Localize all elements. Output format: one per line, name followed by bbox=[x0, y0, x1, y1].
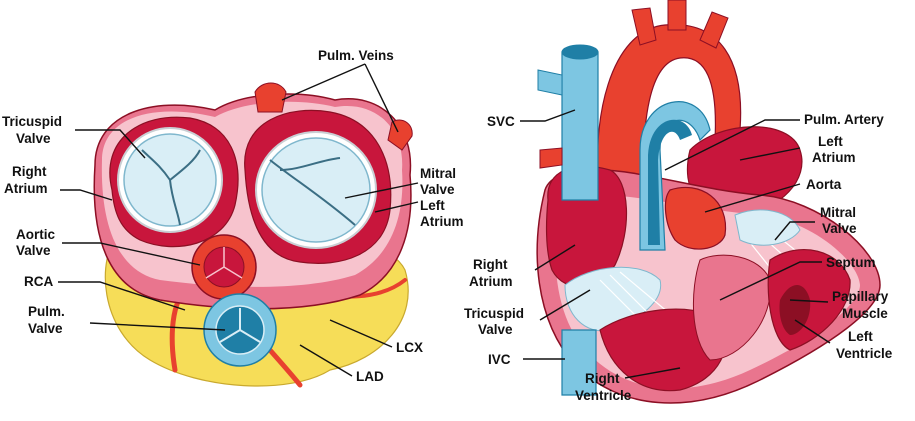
label-pulm-veins: Pulm. Veins bbox=[318, 48, 394, 63]
label-left-ventricle-1: Left bbox=[848, 329, 873, 344]
label-rca: RCA bbox=[24, 274, 53, 289]
label-tricuspid-valve-1: Tricuspid bbox=[2, 114, 62, 129]
label-left-ventricle-2: Ventricle bbox=[836, 346, 893, 361]
svc-side-branch bbox=[538, 70, 562, 95]
mitral-valve bbox=[262, 138, 370, 242]
label-left-atrium-1: Left bbox=[420, 198, 445, 213]
label-svc: SVC bbox=[487, 114, 515, 129]
label-septum: Septum bbox=[826, 255, 876, 270]
label-pulm-valve-1: Pulm. bbox=[28, 304, 65, 319]
svc-vessel bbox=[562, 52, 598, 200]
label-aortic-valve-2: Valve bbox=[16, 243, 51, 258]
pulm-vein-left-stub bbox=[255, 83, 286, 112]
label-left-atrium-2: Atrium bbox=[420, 214, 464, 229]
valve-plane-diagram bbox=[94, 83, 412, 386]
label-papillary-1: Papillary bbox=[832, 289, 889, 304]
label-tricuspid-valve-2: Valve bbox=[16, 131, 51, 146]
label-mitral-valve-1: Mitral bbox=[420, 166, 456, 181]
label-aorta: Aorta bbox=[806, 177, 842, 192]
label-right-ventricle-1: Right bbox=[585, 371, 620, 386]
label-aortic-valve-1: Aortic bbox=[16, 227, 55, 242]
label-right-atrium-2: Atrium bbox=[4, 181, 48, 196]
label-right-ventricle-2: Ventricle bbox=[575, 388, 632, 403]
label-lad: LAD bbox=[356, 369, 384, 384]
aorta-branch-2 bbox=[668, 0, 686, 30]
label-left-atrium-2: Atrium bbox=[812, 150, 856, 165]
svc-opening bbox=[562, 45, 598, 59]
label-pulm-artery: Pulm. Artery bbox=[804, 112, 884, 127]
label-lcx: LCX bbox=[396, 340, 423, 355]
label-right-atrium-2: Atrium bbox=[469, 274, 513, 289]
label-ivc: IVC bbox=[488, 352, 511, 367]
label-right-atrium-1: Right bbox=[473, 257, 508, 272]
label-papillary-2: Muscle bbox=[842, 306, 888, 321]
label-tricuspid-2: Valve bbox=[478, 322, 513, 337]
pulm-vein-stub bbox=[540, 148, 562, 168]
label-pulm-valve-2: Valve bbox=[28, 321, 63, 336]
label-left-atrium-1: Left bbox=[818, 134, 843, 149]
label-mitral-valve-2: Valve bbox=[420, 182, 455, 197]
aorta-branch-3 bbox=[700, 12, 728, 48]
label-right-atrium-1: Right bbox=[12, 164, 47, 179]
label-tricuspid-1: Tricuspid bbox=[464, 306, 524, 321]
label-mitral-valve-2: Valve bbox=[822, 221, 857, 236]
label-mitral-valve-1: Mitral bbox=[820, 205, 856, 220]
